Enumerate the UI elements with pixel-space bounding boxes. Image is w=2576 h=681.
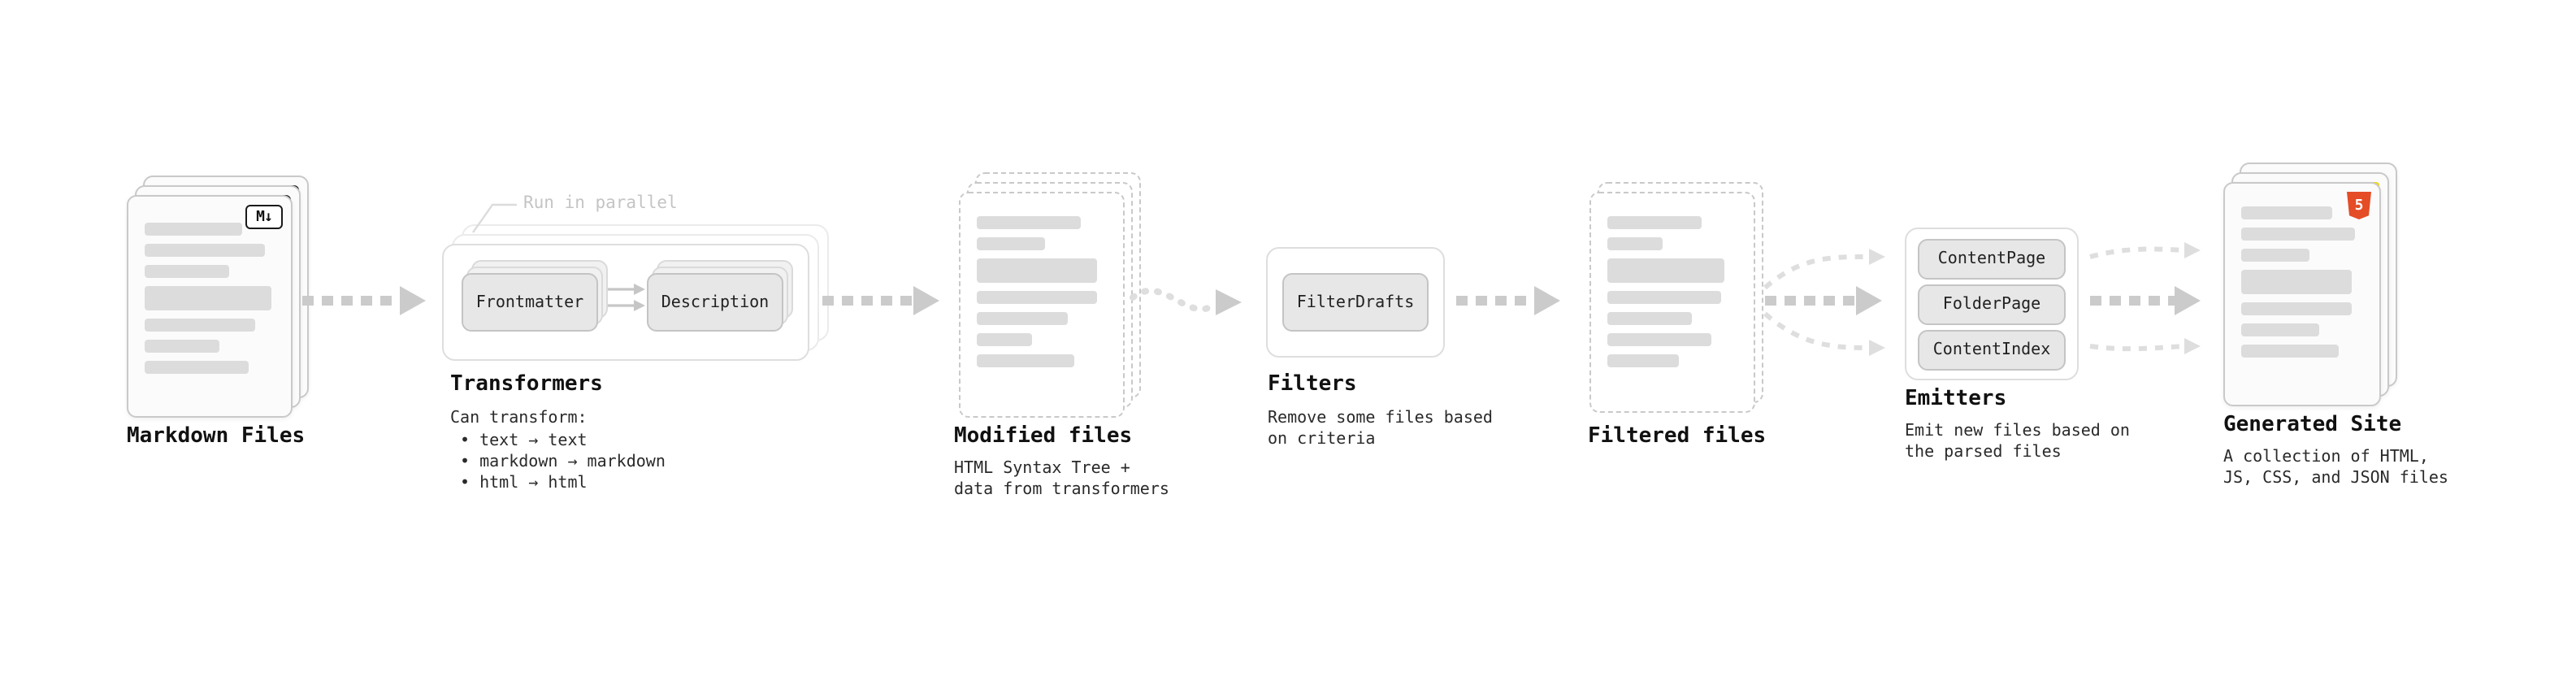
filters-subtext: Remove some files based on criteria bbox=[1268, 410, 1493, 449]
placeholder-line bbox=[1607, 291, 1721, 304]
transformer-description: Description bbox=[647, 273, 783, 332]
filters-label: Filters bbox=[1268, 372, 1357, 397]
markdown-files-label: Markdown Files bbox=[127, 424, 306, 449]
arrow-emitter-to-site-top bbox=[2089, 246, 2185, 259]
placeholder-line bbox=[145, 286, 271, 310]
placeholder-line bbox=[2241, 249, 2309, 262]
arrowhead bbox=[913, 286, 939, 315]
emitter-contentindex: ContentIndex bbox=[1918, 330, 2066, 371]
emitter-contentpage: ContentPage bbox=[1918, 239, 2066, 280]
generated-site-subtext: A collection of HTML, JS, CSS, and JSON … bbox=[2223, 449, 2448, 488]
filtered-files-label: Filtered files bbox=[1588, 424, 1767, 449]
arrow-emitter-to-site-bottom bbox=[2089, 344, 2185, 352]
run-in-parallel-note: Run in parallel bbox=[523, 193, 678, 213]
markdown-file-card-front: M↓ bbox=[127, 195, 293, 418]
placeholder-line bbox=[145, 361, 249, 374]
emitters-subtext: Emit new files based on the parsed files bbox=[1905, 423, 2130, 462]
arrowhead bbox=[400, 286, 426, 315]
file-content-bars bbox=[1607, 216, 1737, 375]
arrowhead bbox=[1869, 249, 1885, 265]
filtered-file-card-front bbox=[1589, 192, 1755, 413]
placeholder-line bbox=[1607, 354, 1679, 367]
html5-icon: 5 bbox=[2347, 192, 2371, 219]
generated-site-label: Generated Site bbox=[2223, 413, 2402, 437]
placeholder-line bbox=[1607, 312, 1692, 325]
placeholder-line bbox=[2241, 228, 2355, 241]
placeholder-line bbox=[1607, 258, 1724, 283]
arrowhead bbox=[1216, 289, 1242, 315]
transformers-bullet-3: • html → html bbox=[460, 475, 588, 492]
arrow-filtered-to-emitter-top bbox=[1763, 254, 1870, 290]
placeholder-line bbox=[2241, 206, 2332, 219]
placeholder-line bbox=[2241, 345, 2339, 358]
arrow-filtered-to-emitter-bottom bbox=[1763, 311, 1870, 350]
placeholder-line bbox=[145, 244, 265, 257]
placeholder-line bbox=[1607, 237, 1663, 250]
placeholder-line bbox=[977, 258, 1097, 283]
arrowhead bbox=[2184, 242, 2201, 258]
transformers-bullet-1: • text → text bbox=[460, 432, 588, 450]
arrowhead bbox=[1869, 340, 1885, 356]
site-file-card-front: 5 bbox=[2223, 182, 2381, 406]
placeholder-line bbox=[977, 237, 1045, 250]
placeholder-line bbox=[977, 312, 1068, 325]
placeholder-line bbox=[145, 340, 219, 353]
markdown-icon: M↓ bbox=[245, 205, 283, 229]
filter-filterdrafts: FilterDrafts bbox=[1282, 273, 1429, 332]
file-content-bars bbox=[145, 223, 275, 382]
transformers-bullet-2: • markdown → markdown bbox=[460, 453, 666, 471]
emitters-label: Emitters bbox=[1905, 387, 2007, 411]
emitter-folderpage: FolderPage bbox=[1918, 284, 2066, 325]
transformers-label: Transformers bbox=[450, 372, 603, 397]
placeholder-line bbox=[977, 333, 1032, 346]
placeholder-line bbox=[145, 223, 242, 236]
placeholder-line bbox=[2241, 323, 2319, 336]
arrowhead bbox=[1856, 286, 1882, 315]
modified-files-label: Modified files bbox=[954, 424, 1133, 449]
modified-files-subtext: HTML Syntax Tree + data from transformer… bbox=[954, 460, 1169, 499]
arrowhead bbox=[1534, 286, 1560, 315]
placeholder-line bbox=[1607, 216, 1702, 229]
file-content-bars bbox=[977, 216, 1107, 375]
arrowhead bbox=[2184, 338, 2201, 354]
placeholder-line bbox=[145, 265, 229, 278]
arrow-modified-to-filters bbox=[1130, 287, 1219, 313]
placeholder-line bbox=[2241, 302, 2352, 315]
file-content-bars bbox=[2241, 206, 2363, 366]
placeholder-line bbox=[977, 216, 1081, 229]
placeholder-line bbox=[977, 354, 1074, 367]
arrowhead bbox=[2175, 286, 2201, 315]
placeholder-line bbox=[977, 291, 1097, 304]
placeholder-line bbox=[145, 319, 255, 332]
transformer-frontmatter: Frontmatter bbox=[462, 273, 598, 332]
transformers-subtitle: Can transform: bbox=[450, 410, 588, 427]
modified-file-card-front bbox=[959, 192, 1125, 418]
placeholder-line bbox=[2241, 270, 2352, 294]
placeholder-line bbox=[1607, 333, 1711, 346]
